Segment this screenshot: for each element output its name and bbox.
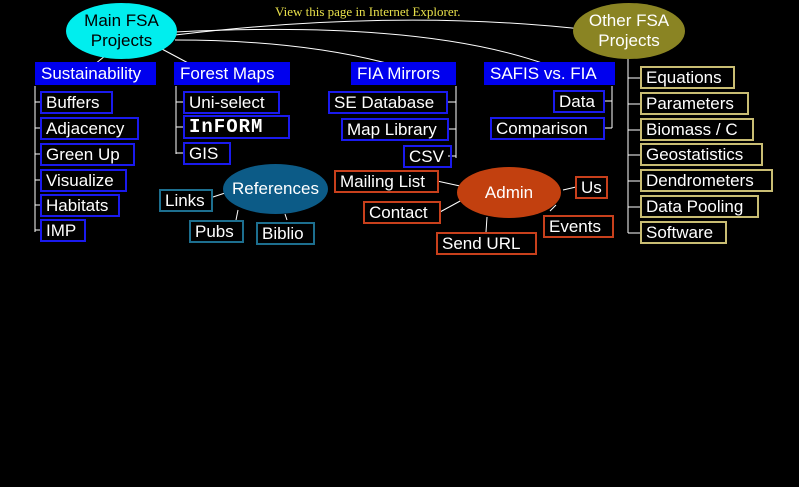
forest-maps-header[interactable]: Forest Maps [174,62,290,85]
link-inform[interactable]: InFORM [183,115,290,139]
link-uni-select[interactable]: Uni-select [183,91,280,114]
link-links[interactable]: Links [159,189,213,212]
link-mailing-list[interactable]: Mailing List [334,170,439,193]
link-software[interactable]: Software [640,221,727,244]
link-parameters[interactable]: Parameters [640,92,749,115]
link-us[interactable]: Us [575,176,608,199]
link-geostatistics[interactable]: Geostatistics [640,143,763,166]
link-contact[interactable]: Contact [363,201,441,224]
admin-hub[interactable]: Admin [457,167,561,218]
sustainability-header[interactable]: Sustainability [35,62,156,85]
fia-mirrors-header[interactable]: FIA Mirrors [351,62,456,85]
link-data-pooling[interactable]: Data Pooling [640,195,759,218]
link-biomass-c[interactable]: Biomass / C [640,118,754,141]
main-hub-label: Main FSA Projects [84,11,159,50]
safis-vs-fia-header[interactable]: SAFIS vs. FIA [484,62,615,85]
link-gis[interactable]: GIS [183,142,231,165]
link-csv[interactable]: CSV [403,145,452,168]
references-hub[interactable]: References [223,164,328,214]
link-green-up[interactable]: Green Up [40,143,135,166]
link-events[interactable]: Events [543,215,614,238]
link-comparison[interactable]: Comparison [490,117,605,140]
link-habitats[interactable]: Habitats [40,194,120,217]
admin-hub-label: Admin [484,182,534,202]
link-equations[interactable]: Equations [640,66,735,89]
link-send-url[interactable]: Send URL [436,232,537,255]
other-fsa-projects-hub[interactable]: Other FSA Projects [573,3,685,59]
link-map-library[interactable]: Map Library [341,118,449,141]
link-adjacency[interactable]: Adjacency [40,117,139,140]
link-imp[interactable]: IMP [40,219,86,242]
ie-notice: View this page in Internet Explorer. [275,4,461,19]
link-dendrometers[interactable]: Dendrometers [640,169,773,192]
references-hub-label: References [232,179,319,198]
link-se-database[interactable]: SE Database [328,91,448,114]
main-fsa-projects-hub[interactable]: Main FSA Projects [66,3,177,59]
link-buffers[interactable]: Buffers [40,91,113,114]
link-biblio[interactable]: Biblio [256,222,315,245]
link-pubs[interactable]: Pubs [189,220,244,243]
link-visualize[interactable]: Visualize [40,169,127,192]
other-hub-label: Other FSA Projects [588,11,670,50]
link-data[interactable]: Data [553,90,605,113]
